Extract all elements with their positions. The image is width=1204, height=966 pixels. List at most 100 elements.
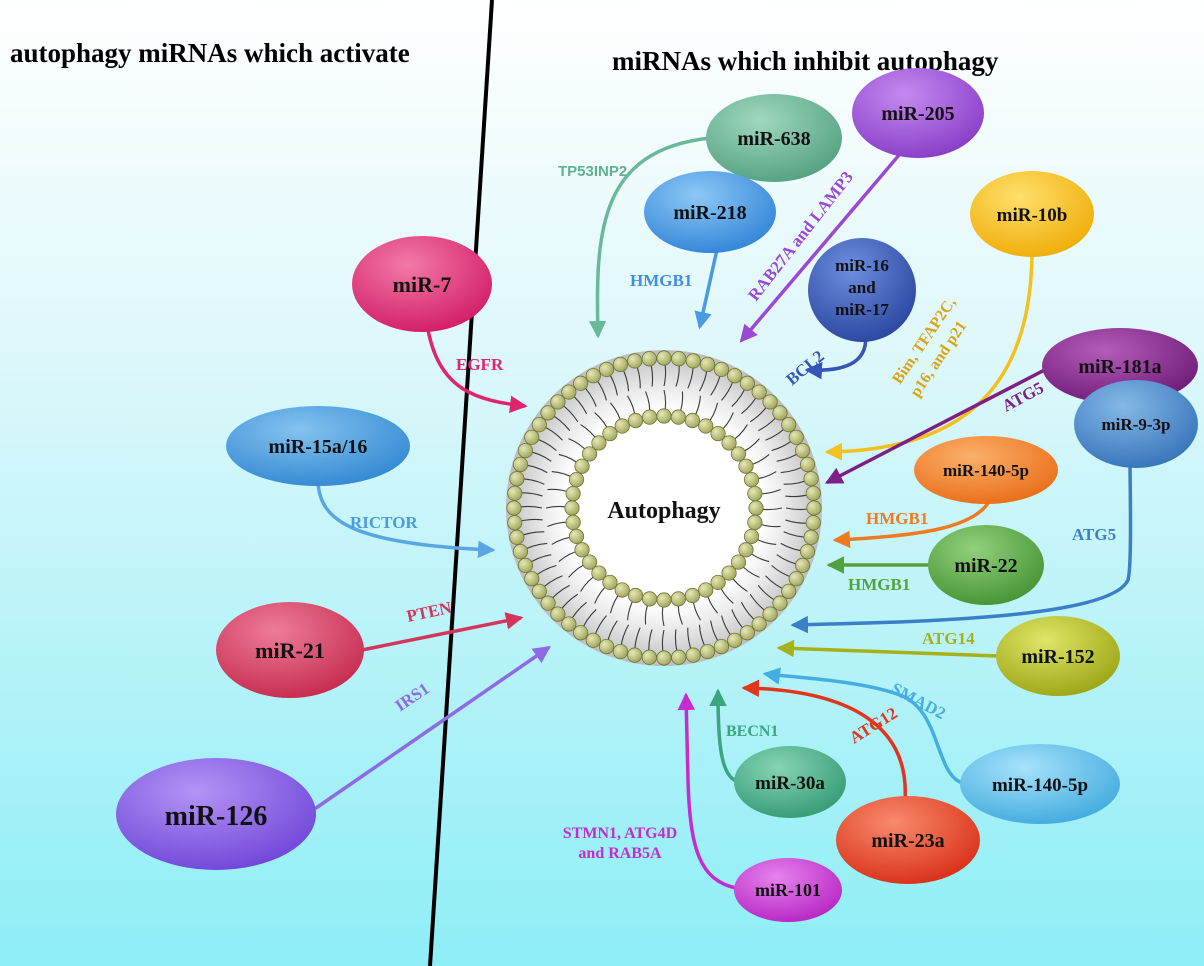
lipid-head [642, 591, 658, 607]
node-mir93p-label: miR-9-3p [1102, 415, 1171, 434]
lipid-head [699, 356, 716, 373]
lipid-head [788, 429, 804, 445]
lipid-head [751, 384, 767, 400]
arrows [314, 136, 1133, 890]
lipid-head [743, 528, 760, 545]
node-mir1617-label-1: miR-16 [835, 256, 889, 275]
lipid-head [627, 647, 643, 663]
lipid-head [568, 528, 585, 545]
lipid-heads [506, 350, 822, 666]
lipid-head [685, 353, 701, 369]
lipid-head [565, 486, 581, 502]
lipid-head [614, 582, 630, 598]
lipid-head [565, 514, 581, 530]
arrow-mir1405p-a [832, 498, 992, 549]
lipid-head [581, 446, 598, 462]
lipid-head [602, 425, 618, 442]
lipid-head [524, 429, 540, 445]
lipid-head [670, 591, 686, 607]
lipid-head [641, 649, 657, 665]
node-mir7-label: miR-7 [393, 272, 452, 297]
lipid-head [738, 542, 754, 558]
lipid-head [581, 554, 598, 570]
lipid-head [642, 409, 658, 425]
lipid-head [507, 515, 523, 531]
node-mir1617: miR-16 and miR-17 [808, 238, 916, 342]
lipid-head [739, 625, 755, 641]
lipid-head [743, 471, 760, 488]
arrow-mir181a [824, 360, 1062, 484]
lipid-head [627, 353, 643, 369]
target-egfr: EGFR [456, 355, 504, 374]
node-mir1405p-a: miR-140-5p [914, 436, 1058, 504]
title-activate: autophagy miRNAs which activate [10, 38, 410, 68]
lipid-head [738, 458, 754, 474]
target-rictor: RICTOR [350, 513, 418, 532]
node-mir101: miR-101 [734, 858, 842, 922]
lipid-head [699, 643, 716, 660]
lipid-head [524, 571, 540, 587]
lipid-head [710, 574, 726, 591]
lipid-head [730, 554, 747, 570]
arrow-mir218 [694, 243, 720, 330]
lipid-head [574, 458, 590, 474]
lipid-head [730, 446, 747, 462]
node-mir1617-label-2: and [848, 278, 876, 297]
lipid-head [788, 571, 804, 587]
node-mir126-label: miR-126 [165, 801, 268, 832]
node-mir30a-label: miR-30a [755, 773, 825, 794]
node-mir10b: miR-10b [970, 171, 1094, 257]
lipid-head [627, 412, 644, 429]
lipid-head [561, 616, 577, 632]
lipid-head [550, 606, 566, 622]
node-mir23a: miR-23a [836, 796, 980, 884]
lipid-head [772, 405, 788, 421]
lipid-head [540, 405, 556, 421]
lipid-head [506, 500, 522, 516]
lipid-head [762, 606, 778, 622]
lipid-head [710, 425, 726, 442]
lipid-head [799, 543, 816, 560]
arrow-mir101 [677, 692, 738, 890]
lipid-head [781, 417, 797, 433]
lipid-head [507, 485, 523, 501]
lipid-head [591, 435, 607, 451]
arrow-mir152 [776, 639, 1000, 658]
lipid-head [656, 408, 672, 424]
arrow-mir21 [360, 612, 524, 652]
node-mir21-label: miR-21 [255, 638, 325, 663]
lipid-head [698, 582, 714, 598]
lipid-head [803, 471, 819, 487]
lipid-head [762, 394, 778, 410]
node-mir218: miR-218 [644, 171, 776, 253]
arrow-mir23a [741, 679, 907, 802]
lipid-head [727, 632, 743, 648]
node-mir181a-label: miR-181a [1078, 356, 1161, 378]
node-mir1617-label-3: miR-17 [835, 300, 889, 319]
arrow-mir1405p-b [762, 667, 962, 784]
lipid-head [509, 471, 525, 487]
arrow-mir638 [588, 136, 712, 339]
node-mir93p: miR-9-3p [1074, 380, 1198, 468]
lipid-head [747, 486, 763, 502]
lipid-head [739, 375, 755, 391]
node-mir638: miR-638 [706, 94, 842, 182]
divider-line [428, 0, 494, 966]
lipid-head [794, 557, 811, 574]
node-mir101-label: miR-101 [755, 880, 821, 900]
node-mir7: miR-7 [352, 236, 492, 332]
lipid-head [517, 442, 534, 459]
lipid-head [641, 351, 657, 367]
lipid-head [540, 595, 556, 611]
node-mir15a16-label: miR-15a/16 [269, 436, 368, 458]
target-atg14: ATG14 [922, 629, 975, 648]
lipid-head [670, 409, 686, 425]
node-mir21: miR-21 [216, 602, 364, 698]
target-atg5-93p: ATG5 [1072, 525, 1116, 544]
node-mir1405p-a-label: miR-140-5p [943, 461, 1029, 480]
lipid-head [799, 456, 816, 473]
node-mir638-label: miR-638 [737, 128, 810, 150]
node-mir1405p-b: miR-140-5p [960, 744, 1120, 824]
lipid-head [531, 583, 547, 599]
